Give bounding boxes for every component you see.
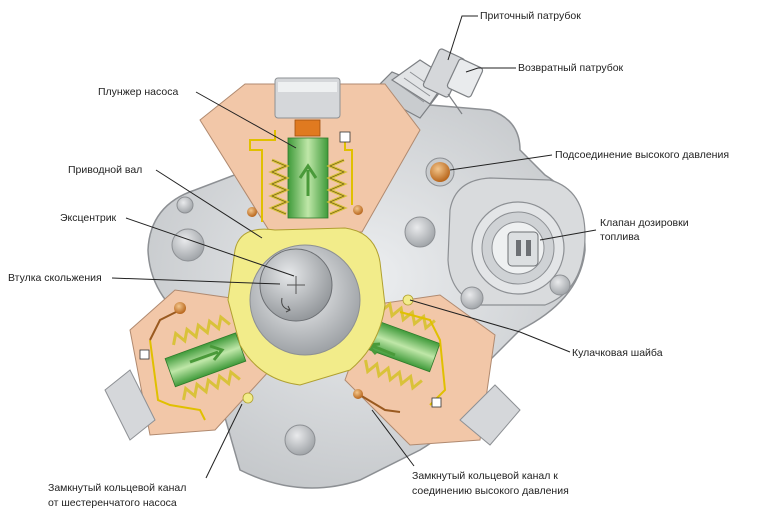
label-ring-channel-hp-line2: соединению высокого давления — [412, 485, 569, 497]
leader-lines — [111, 15, 597, 479]
top-plunger-unit — [199, 77, 421, 233]
high-pressure-port — [425, 157, 455, 187]
label-ring-channel-gear-line2: от шестеренчатого насоса — [48, 497, 177, 509]
label-ring-channel-hp-line1: Замкнутый кольцевой канал к — [412, 470, 558, 482]
label-inlet-fitting: Приточный патрубок — [480, 10, 581, 22]
label-ring-channel-gear-line1: Замкнутый кольцевой канал — [48, 482, 187, 494]
label-high-pressure-connection: Подсоединение высокого давления — [555, 149, 730, 161]
label-pump-plunger: Плунжер насоса — [98, 86, 179, 98]
label-return-fitting: Возвратный патрубок — [518, 62, 624, 74]
label-slide-bushing: Втулка скольжения — [8, 272, 102, 284]
right-plunger-unit — [344, 294, 521, 446]
label-metering-valve-line1: Клапан дозировки — [600, 217, 689, 229]
inlet-return-fittings — [371, 48, 484, 119]
label-drive-shaft: Приводной вал — [68, 164, 143, 176]
bolt-holes — [171, 196, 571, 456]
metering-valve — [471, 201, 565, 295]
label-cam-disc: Кулачковая шайба — [572, 347, 663, 359]
label-metering-valve-line2: топлива — [600, 231, 640, 243]
label-eccentric: Эксцентрик — [60, 212, 117, 224]
